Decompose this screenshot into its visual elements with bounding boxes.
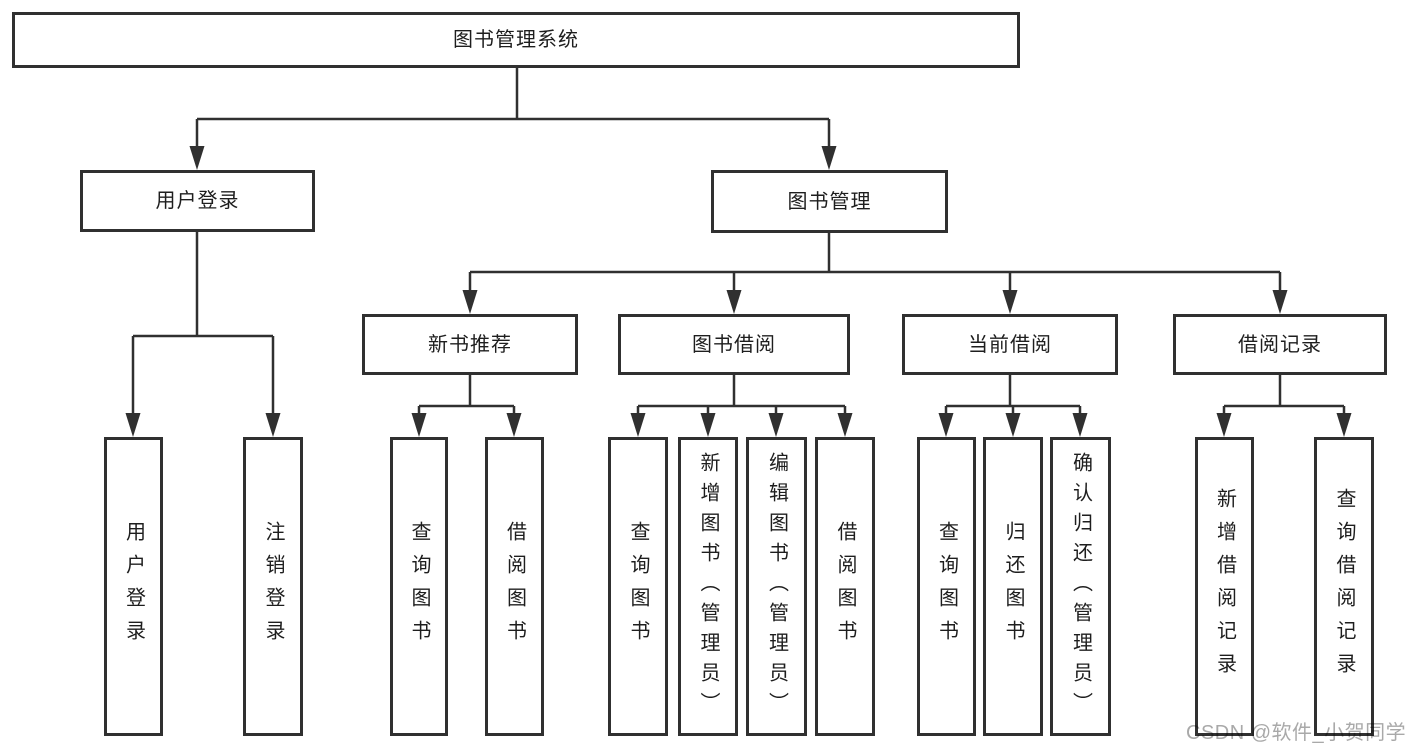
node-root: 图书管理系统 <box>12 12 1020 68</box>
node-borrow-records-label: 借阅记录 <box>1238 333 1322 356</box>
leaf-logout: 注销登录 <box>243 437 303 736</box>
leaf-edit-books-admin: 编辑图书（管理员） <box>746 437 807 736</box>
node-book-management-label: 图书管理 <box>787 190 872 213</box>
leaf-add-books-admin: 新增图书（管理员） <box>678 437 738 736</box>
leaf-add-borrow-record-label: 新增借阅记录 <box>1213 487 1236 686</box>
node-new-book-recommend-label: 新书推荐 <box>428 333 512 356</box>
node-new-book-recommend: 新书推荐 <box>362 314 578 375</box>
leaf-query-borrow-record: 查询借阅记录 <box>1314 437 1374 736</box>
node-borrow-records: 借阅记录 <box>1173 314 1387 375</box>
node-root-label: 图书管理系统 <box>453 29 579 51</box>
leaf-current-query-books: 查询图书 <box>917 437 976 736</box>
node-user-login: 用户登录 <box>80 170 315 232</box>
node-user-login-label: 用户登录 <box>155 190 240 212</box>
leaf-newrec-query-books-label: 查询图书 <box>408 520 430 653</box>
leaf-borrow-query-books-label: 查询图书 <box>627 520 649 653</box>
leaf-borrow-books-label: 借阅图书 <box>834 520 856 653</box>
leaf-current-query-books-label: 查询图书 <box>935 520 958 653</box>
csdn-watermark: CSDN @软件_小贺同学 <box>1186 722 1405 744</box>
arrowheads <box>125 146 1352 437</box>
leaf-user-login-label: 用户登录 <box>122 520 145 653</box>
leaf-newrec-borrow-books: 借阅图书 <box>485 437 544 736</box>
leaf-user-login: 用户登录 <box>104 437 163 736</box>
node-current-borrowing: 当前借阅 <box>902 314 1118 375</box>
leaf-query-borrow-record-label: 查询借阅记录 <box>1333 487 1355 686</box>
node-current-borrowing-label: 当前借阅 <box>968 333 1052 356</box>
node-book-borrowing: 图书借阅 <box>618 314 850 375</box>
leaf-return-books-label: 归还图书 <box>1002 520 1024 653</box>
leaf-newrec-query-books: 查询图书 <box>390 437 448 736</box>
leaf-add-borrow-record: 新增借阅记录 <box>1195 437 1254 736</box>
leaf-newrec-borrow-books-label: 借阅图书 <box>503 520 526 653</box>
leaf-confirm-return-admin-label: 确认归还（管理员） <box>1069 451 1092 722</box>
leaf-borrow-query-books: 查询图书 <box>608 437 668 736</box>
node-book-management: 图书管理 <box>711 170 948 233</box>
node-book-borrowing-label: 图书借阅 <box>692 333 776 356</box>
leaf-borrow-books: 借阅图书 <box>815 437 875 736</box>
leaf-edit-books-admin-label: 编辑图书（管理员） <box>765 451 788 722</box>
leaf-return-books: 归还图书 <box>983 437 1043 736</box>
leaf-add-books-admin-label: 新增图书（管理员） <box>697 451 719 722</box>
leaf-confirm-return-admin: 确认归还（管理员） <box>1050 437 1111 736</box>
leaf-logout-label: 注销登录 <box>262 520 284 653</box>
